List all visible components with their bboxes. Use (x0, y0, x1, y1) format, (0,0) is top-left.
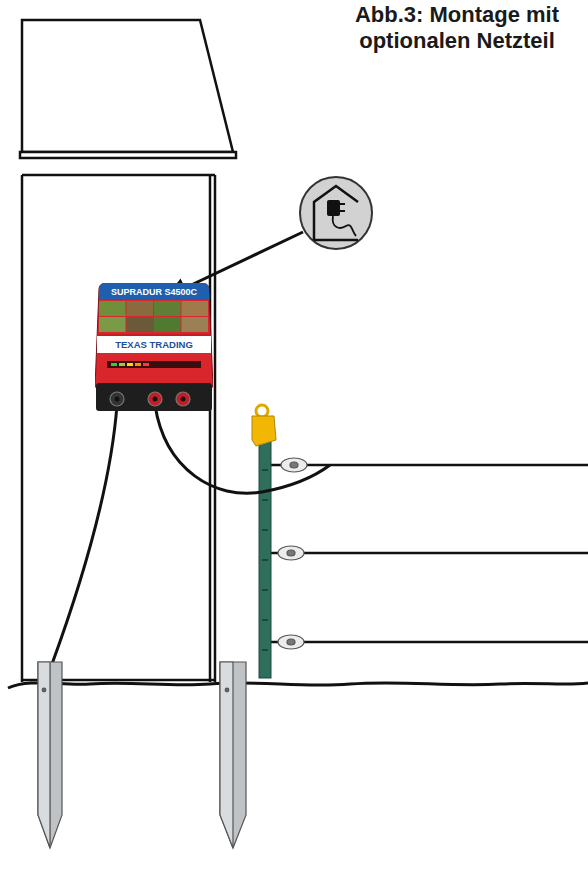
fence-cable (155, 405, 330, 493)
building (20, 20, 236, 682)
model-name: SUPRADUR S4500C (95, 287, 213, 297)
figure-title: Abb.3: Montage mit optionalen Netzteil (332, 2, 582, 54)
fence-post (252, 405, 276, 678)
brand-name: TEXAS TRADING (95, 339, 213, 350)
power-adapter-icon (300, 177, 372, 249)
ground-line (8, 683, 588, 688)
energizer-device: SUPRADUR S4500C TEXAS TRADING (95, 283, 213, 411)
ground-rod (38, 662, 246, 848)
ground-cable (52, 405, 117, 664)
fence-wire (270, 465, 588, 642)
